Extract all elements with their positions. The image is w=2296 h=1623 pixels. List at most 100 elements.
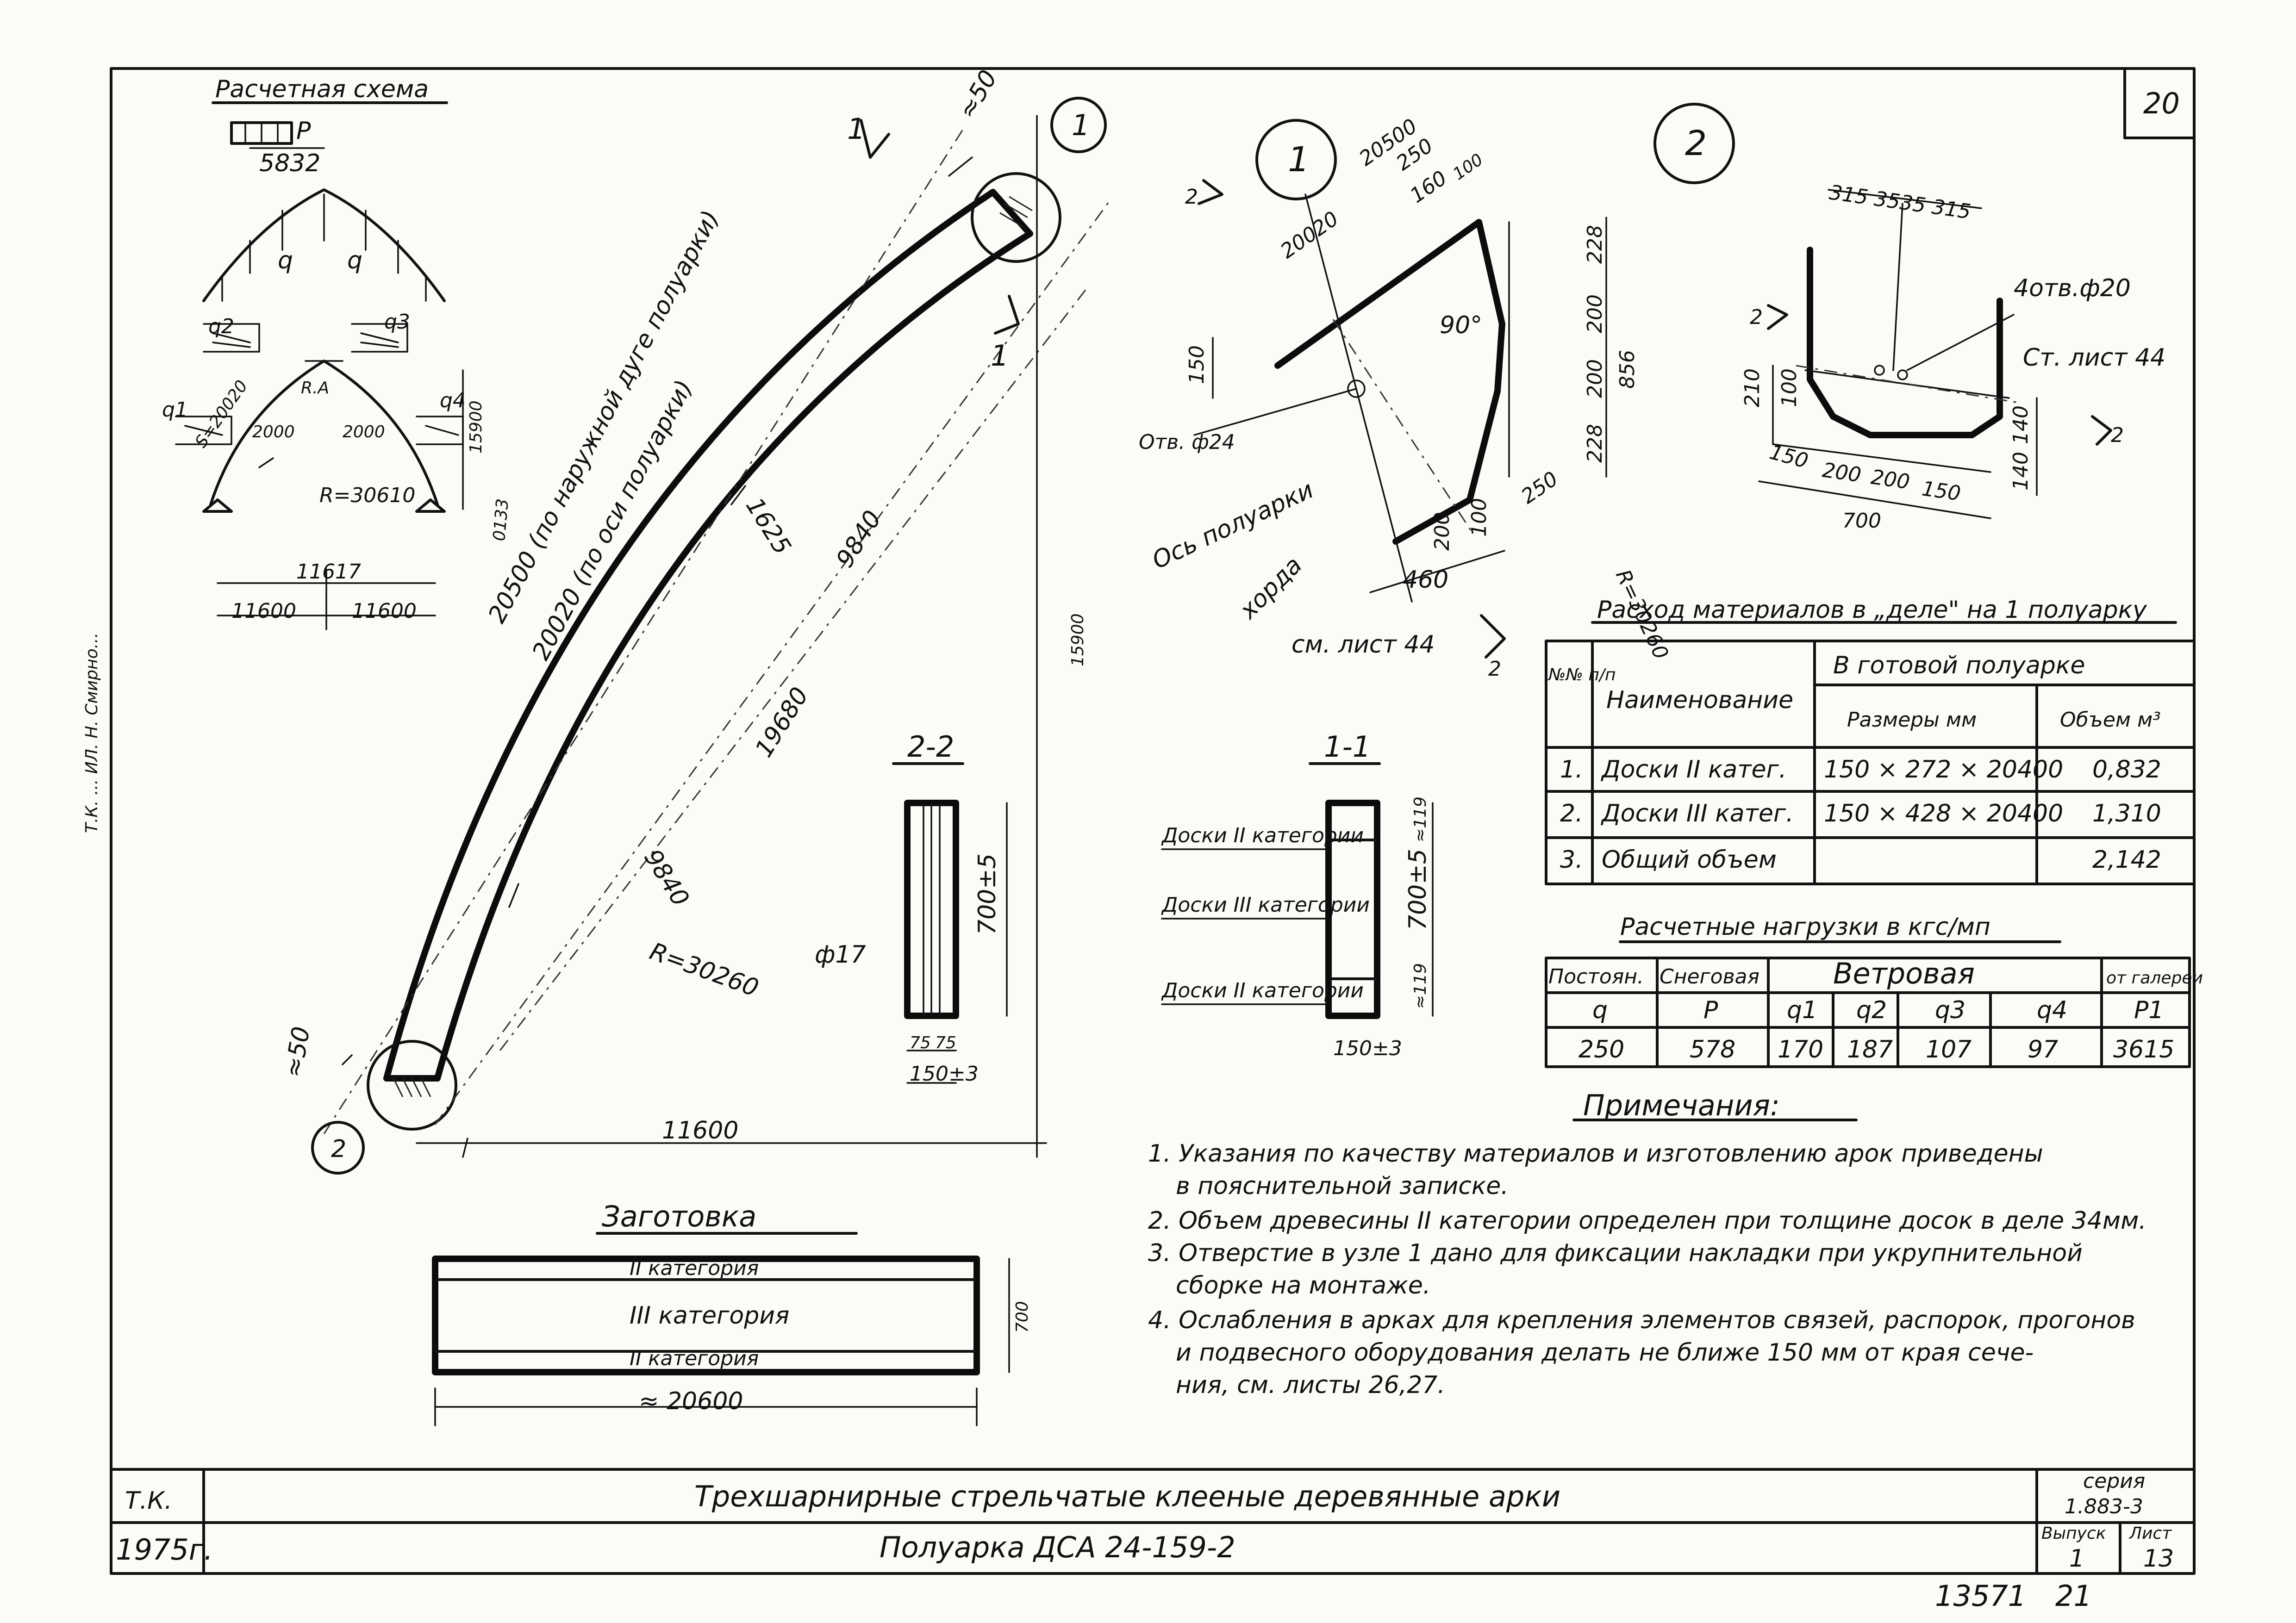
loads-h-snow: Снеговая <box>1660 965 1759 989</box>
node-1-chord: хорда <box>1234 551 1307 625</box>
section-11-height: 700±5 <box>1404 849 1432 930</box>
arch-d1625: 1625 <box>740 493 796 560</box>
title-block-series: 1.883-3 <box>2065 1495 2143 1518</box>
note-line-5: сборке на монтаже. <box>1176 1272 1430 1300</box>
scheme-radius: R=30610 <box>319 484 415 507</box>
section-11-d-top: ≈119 <box>1411 796 1430 842</box>
loads-s-snow: P <box>1703 996 1718 1024</box>
node-2-d700: 700 <box>1842 509 1881 533</box>
node-2-detail <box>1653 103 2112 519</box>
footer-page: 21 <box>2055 1579 2092 1613</box>
half-arch <box>323 115 1112 1158</box>
node-2-d150b: 150 <box>1920 477 1962 505</box>
title-block-issue: 1 <box>2069 1545 2084 1573</box>
node-2-d100: 100 <box>1778 368 1801 407</box>
materials-row-3-name: Общий объем <box>1602 846 1777 874</box>
arch-d9840-top: 9840 <box>831 506 887 572</box>
q2-label: q2 <box>208 315 234 338</box>
loads-h-gallery: от галереи <box>2106 969 2203 988</box>
materials-title: Расход материалов в „деле" на 1 полуарку <box>1597 596 2147 624</box>
node-1-d460: 460 <box>1403 566 1448 594</box>
span-left: 11600 <box>231 599 296 623</box>
loads-h-const: Постоян. <box>1548 965 1644 989</box>
arch-bottom-offset: ≈50 <box>280 1025 316 1080</box>
node-1-d250b: 250 <box>1517 467 1562 509</box>
arch-span: 11600 <box>662 1117 738 1144</box>
loads-value-p1: 3615 <box>2113 1036 2174 1063</box>
arch-radius: R=30260 <box>646 938 762 1002</box>
section-11-d-bottom: ≈119 <box>1411 963 1430 1009</box>
title-block-series-label: серия <box>2083 1469 2145 1493</box>
footer-code: 13571 <box>1935 1579 2026 1613</box>
loads-table-grid <box>1545 940 2191 1068</box>
materials-row-2-size: 150 × 428 × 20400 <box>1824 800 2063 827</box>
blank-length: ≈ 20600 <box>639 1387 743 1415</box>
section-22-w1: 75 <box>910 1033 931 1052</box>
section-1-1 <box>1161 762 1434 1019</box>
section-11-title: 1-1 <box>1324 730 1371 764</box>
title-block-sheet: 13 <box>2143 1545 2174 1573</box>
section-2-2 <box>892 762 1008 1084</box>
node-1-sec-bottom: 2 <box>1488 657 1501 681</box>
node-2-sec-right: 2 <box>2111 423 2124 447</box>
loads-s-q4: q4 <box>2037 996 2067 1024</box>
q3-label: q3 <box>384 310 410 334</box>
board-top: Доски II категории <box>1161 824 1364 847</box>
calc-scheme <box>175 101 464 630</box>
node-marker-2 <box>311 1121 365 1175</box>
sheet-number: 20 <box>2143 87 2180 120</box>
node-marker-2-label: 2 <box>331 1135 346 1163</box>
q4-label: q4 <box>440 389 466 412</box>
node-1-d200b: 200 <box>1583 359 1607 398</box>
materials-col-size: Размеры мм <box>1847 708 1977 732</box>
node-2-holes: 4отв.ф20 <box>2014 274 2131 302</box>
node-2-sheet: Ст. лист 44 <box>2023 344 2165 372</box>
d2000-left: 2000 <box>252 423 295 442</box>
node-2-sec-left: 2 <box>1750 305 1763 329</box>
note-line-2: в пояснительной записке. <box>1176 1172 1509 1200</box>
loads-value-q3: 107 <box>1926 1036 1972 1063</box>
note-line-3: 2. Объем древесины II категории определе… <box>1148 1207 2146 1235</box>
arch-sec1-top: 1 <box>847 112 865 146</box>
note-line-7: и подвесного оборудования делать не ближ… <box>1176 1339 2034 1367</box>
materials-row-3-num: 3. <box>1560 846 1583 874</box>
arch-height: 15900 <box>1068 613 1087 666</box>
q-left: q <box>278 247 293 274</box>
loads-title: Расчетные нагрузки в кгс/мп <box>1620 913 1990 941</box>
arch-chord: 19680 <box>750 683 814 762</box>
materials-row-1-num: 1. <box>1560 756 1583 784</box>
node-1-sec-top: 2 <box>1185 185 1198 209</box>
section-22-phi: ф17 <box>815 941 866 969</box>
node-1-detail <box>1193 119 1607 659</box>
materials-col-name: Наименование <box>1606 686 1793 714</box>
loads-s-q2: q2 <box>1856 996 1887 1024</box>
scheme-height: 15900 <box>467 400 486 454</box>
span-right: 11600 <box>352 599 417 623</box>
title-block-title: Трехшарнирные стрельчатые клееные деревя… <box>694 1480 1560 1513</box>
loads-s-q3: q3 <box>1935 996 1965 1024</box>
arch-sec1-bottom: 1 <box>991 339 1009 373</box>
node-2-d140a: 140 <box>2009 405 2033 444</box>
materials-col-group: В готовой полуарке <box>1833 652 2085 679</box>
materials-row-1-name: Доски II катег. <box>1601 756 1786 784</box>
node-1-d856: 856 <box>1616 350 1639 389</box>
node-1-d20020: 20020 <box>1276 207 1343 263</box>
notes-title: Примечания: <box>1583 1088 1780 1122</box>
node-1-d160: 160 <box>1406 166 1451 208</box>
loads-value-q1: 170 <box>1778 1036 1823 1063</box>
q-right: q <box>347 247 362 274</box>
section-22-title: 2-2 <box>907 730 954 764</box>
scheme-width: 5832 <box>259 149 320 177</box>
node-2-marker: 2 <box>1685 124 1707 163</box>
title-block-sheet-label: Лист <box>2128 1524 2172 1543</box>
ra-label: R.A <box>301 379 329 398</box>
node-1-angle: 90° <box>1440 311 1482 339</box>
node-1-d200a: 200 <box>1583 294 1607 333</box>
node-1-d228b: 228 <box>1583 424 1607 463</box>
blank-cat-bottom: II категория <box>630 1347 759 1370</box>
blank-drawing <box>432 1232 1010 1426</box>
node-2-d210: 210 <box>1741 368 1764 407</box>
loads-value-const: 250 <box>1578 1036 1624 1063</box>
scheme-span: 11617 <box>296 560 361 584</box>
title-block-year: 1975г. <box>116 1533 213 1567</box>
